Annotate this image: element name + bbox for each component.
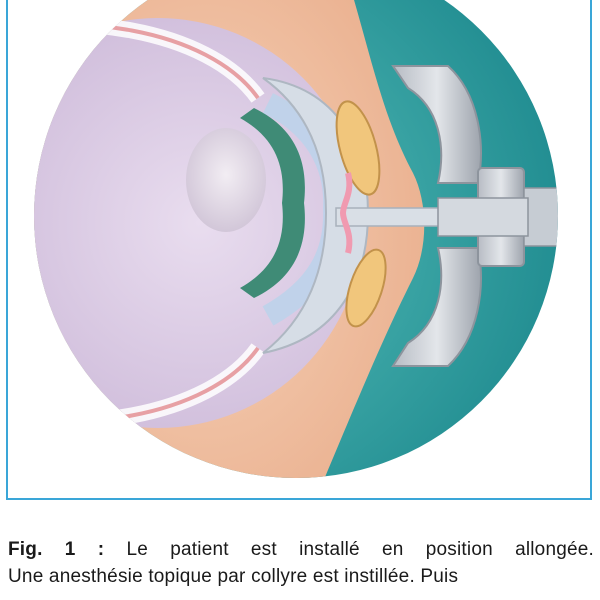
caption-line-2: Une anesthésie topique par collyre est i…: [8, 566, 459, 587]
figure-caption: Fig. 1 : Le patient est installé en posi…: [8, 536, 594, 590]
lens: [186, 128, 266, 232]
iris: [240, 108, 305, 298]
caption-line-1: Le patient est installé en position allo…: [126, 539, 594, 560]
upper-gland: [335, 100, 381, 196]
device: [391, 65, 558, 367]
figure-label: Fig. 1 :: [8, 539, 105, 560]
eye-illustration: [34, 0, 558, 478]
figure-frame: [6, 0, 592, 500]
lower-gland: [345, 248, 387, 328]
